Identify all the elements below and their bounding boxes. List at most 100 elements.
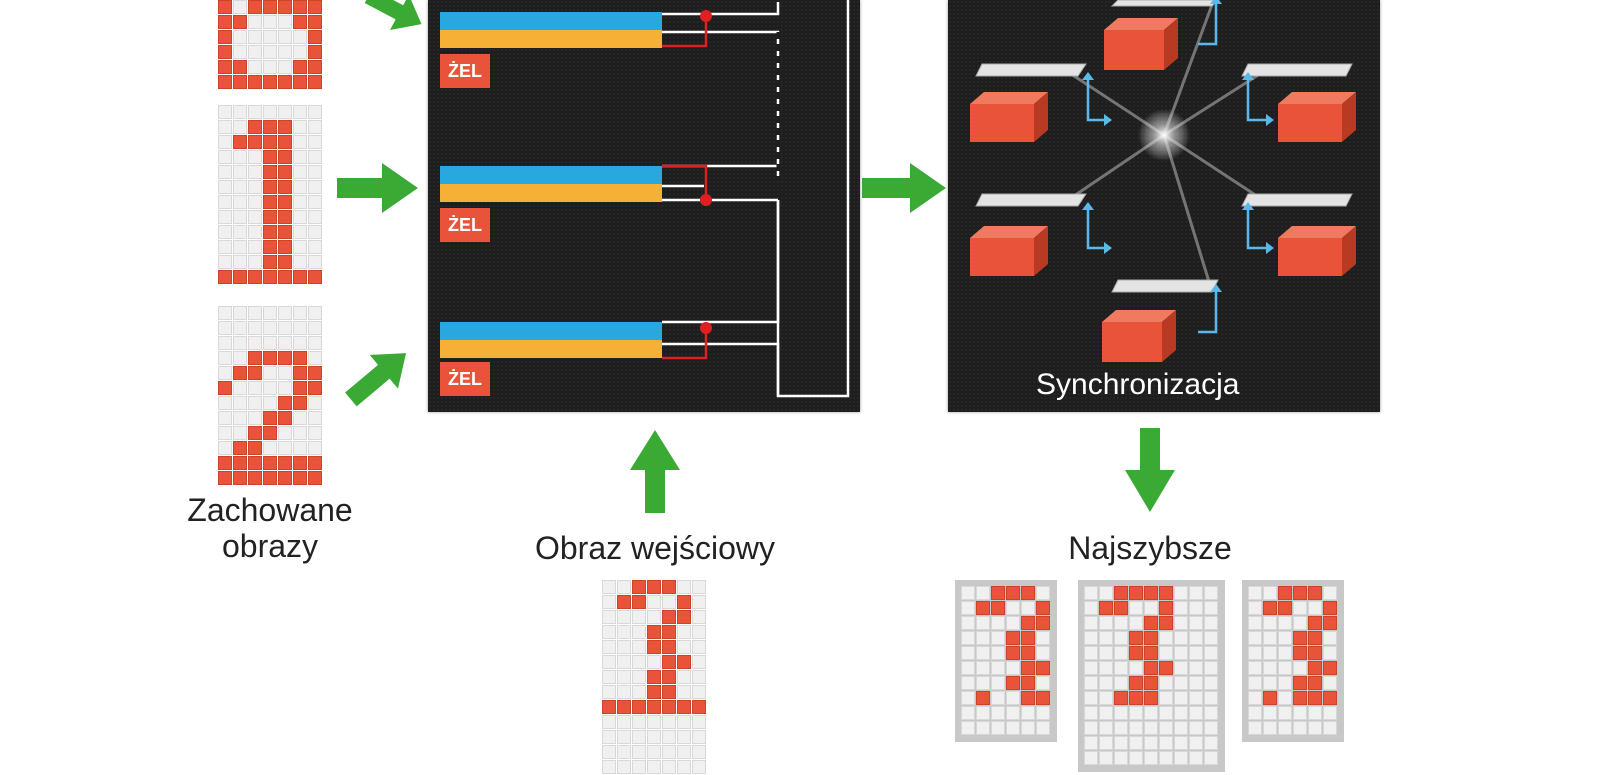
pixel-cell <box>692 625 706 639</box>
pixel-cell <box>617 745 631 759</box>
pixel-cell <box>263 105 277 119</box>
pixel-cell <box>233 381 247 395</box>
pixel-cell <box>263 411 277 425</box>
pixel-cell <box>677 655 691 669</box>
pixel-cell <box>1129 676 1143 690</box>
pixel-cell <box>278 45 292 59</box>
pixel-cell <box>976 646 990 660</box>
pixel-cell <box>647 655 661 669</box>
pixel-cell <box>263 150 277 164</box>
pixel-cell <box>1204 721 1218 735</box>
oscillator-3-orange-bar <box>440 340 662 358</box>
laser-block-icon <box>1278 92 1356 142</box>
pixel-cell <box>218 306 232 320</box>
pixel-cell <box>991 691 1005 705</box>
pixel-cell <box>677 730 691 744</box>
pixel-cell <box>1159 601 1173 615</box>
pixel-cell <box>1099 676 1113 690</box>
pixel-cell <box>1293 586 1307 600</box>
pixel-cell <box>278 381 292 395</box>
laser-block-icon <box>1278 226 1356 276</box>
gel-badge-2: ŻEL <box>440 208 490 242</box>
pixel-cell <box>308 45 322 59</box>
pixel-cell <box>1006 706 1020 720</box>
pixel-cell <box>308 381 322 395</box>
pixel-cell <box>1189 616 1203 630</box>
pixel-cell <box>278 351 292 365</box>
pixel-cell <box>218 0 232 14</box>
pixel-cell <box>233 396 247 410</box>
pixel-cell <box>976 631 990 645</box>
pixel-cell <box>233 75 247 89</box>
laser-block-icon <box>1102 310 1176 362</box>
pixel-cell <box>1084 706 1098 720</box>
pixel-cell <box>263 195 277 209</box>
pixel-cell <box>278 471 292 485</box>
pixel-cell <box>1293 706 1307 720</box>
pixel-cell <box>278 456 292 470</box>
pixel-cell <box>278 270 292 284</box>
sync-drawing <box>970 0 1356 362</box>
pixel-cell <box>632 640 646 654</box>
pixel-cell <box>263 180 277 194</box>
pixel-cell <box>263 306 277 320</box>
pixel-cell <box>233 240 247 254</box>
pixel-cell <box>1144 646 1158 660</box>
pixel-cell <box>632 730 646 744</box>
pixel-cell <box>1114 676 1128 690</box>
pixel-cell <box>617 670 631 684</box>
pixel-cell <box>248 456 262 470</box>
pixel-cell <box>662 700 676 714</box>
pixel-cell <box>677 580 691 594</box>
pixel-cell <box>662 745 676 759</box>
pixel-cell <box>218 456 232 470</box>
pixel-cell <box>1263 586 1277 600</box>
mirror-icon <box>975 63 1087 77</box>
pixel-cell <box>1248 631 1262 645</box>
pixel-cell <box>647 715 661 729</box>
pixel-cell <box>1189 706 1203 720</box>
pixel-cell <box>1036 601 1050 615</box>
fastest-label: Najszybsze <box>1068 530 1232 566</box>
pixel-cell <box>1204 601 1218 615</box>
pixel-cell <box>278 366 292 380</box>
pixel-cell <box>647 640 661 654</box>
pixel-cell <box>1204 736 1218 750</box>
pixel-cell <box>1129 661 1143 675</box>
pixel-cell <box>632 760 646 774</box>
pixel-cell <box>1308 586 1322 600</box>
pixel-cell <box>1174 721 1188 735</box>
pixel-cell <box>233 150 247 164</box>
pixel-cell <box>1204 706 1218 720</box>
pixel-cell <box>278 411 292 425</box>
pixel-cell <box>991 676 1005 690</box>
pixel-cell <box>308 60 322 74</box>
pixel-cell <box>278 75 292 89</box>
pixel-cell <box>248 135 262 149</box>
pixel-cell <box>1036 676 1050 690</box>
arrow-down-icon <box>1125 428 1175 512</box>
pixel-cell <box>278 336 292 350</box>
pixel-cell <box>263 366 277 380</box>
pixel-cell <box>1189 751 1203 765</box>
pixel-cell <box>308 0 322 14</box>
pixel-cell <box>1278 691 1292 705</box>
pixel-cell <box>692 640 706 654</box>
oscillator-3-blue-bar <box>440 322 662 340</box>
pixel-cell <box>1036 721 1050 735</box>
laser-block-icon <box>1104 18 1178 70</box>
pixel-cell <box>602 670 616 684</box>
pixel-cell <box>1114 586 1128 600</box>
pixel-cell <box>218 135 232 149</box>
pixel-cell <box>293 381 307 395</box>
pixel-cell <box>1248 616 1262 630</box>
pixel-cell <box>218 396 232 410</box>
pixel-cell <box>263 381 277 395</box>
pixel-cell <box>602 685 616 699</box>
pixel-cell <box>308 351 322 365</box>
pixel-cell <box>677 700 691 714</box>
pixel-cell <box>1129 646 1143 660</box>
pixel-cell <box>976 616 990 630</box>
pixel-cell <box>692 580 706 594</box>
pixel-cell <box>1006 586 1020 600</box>
